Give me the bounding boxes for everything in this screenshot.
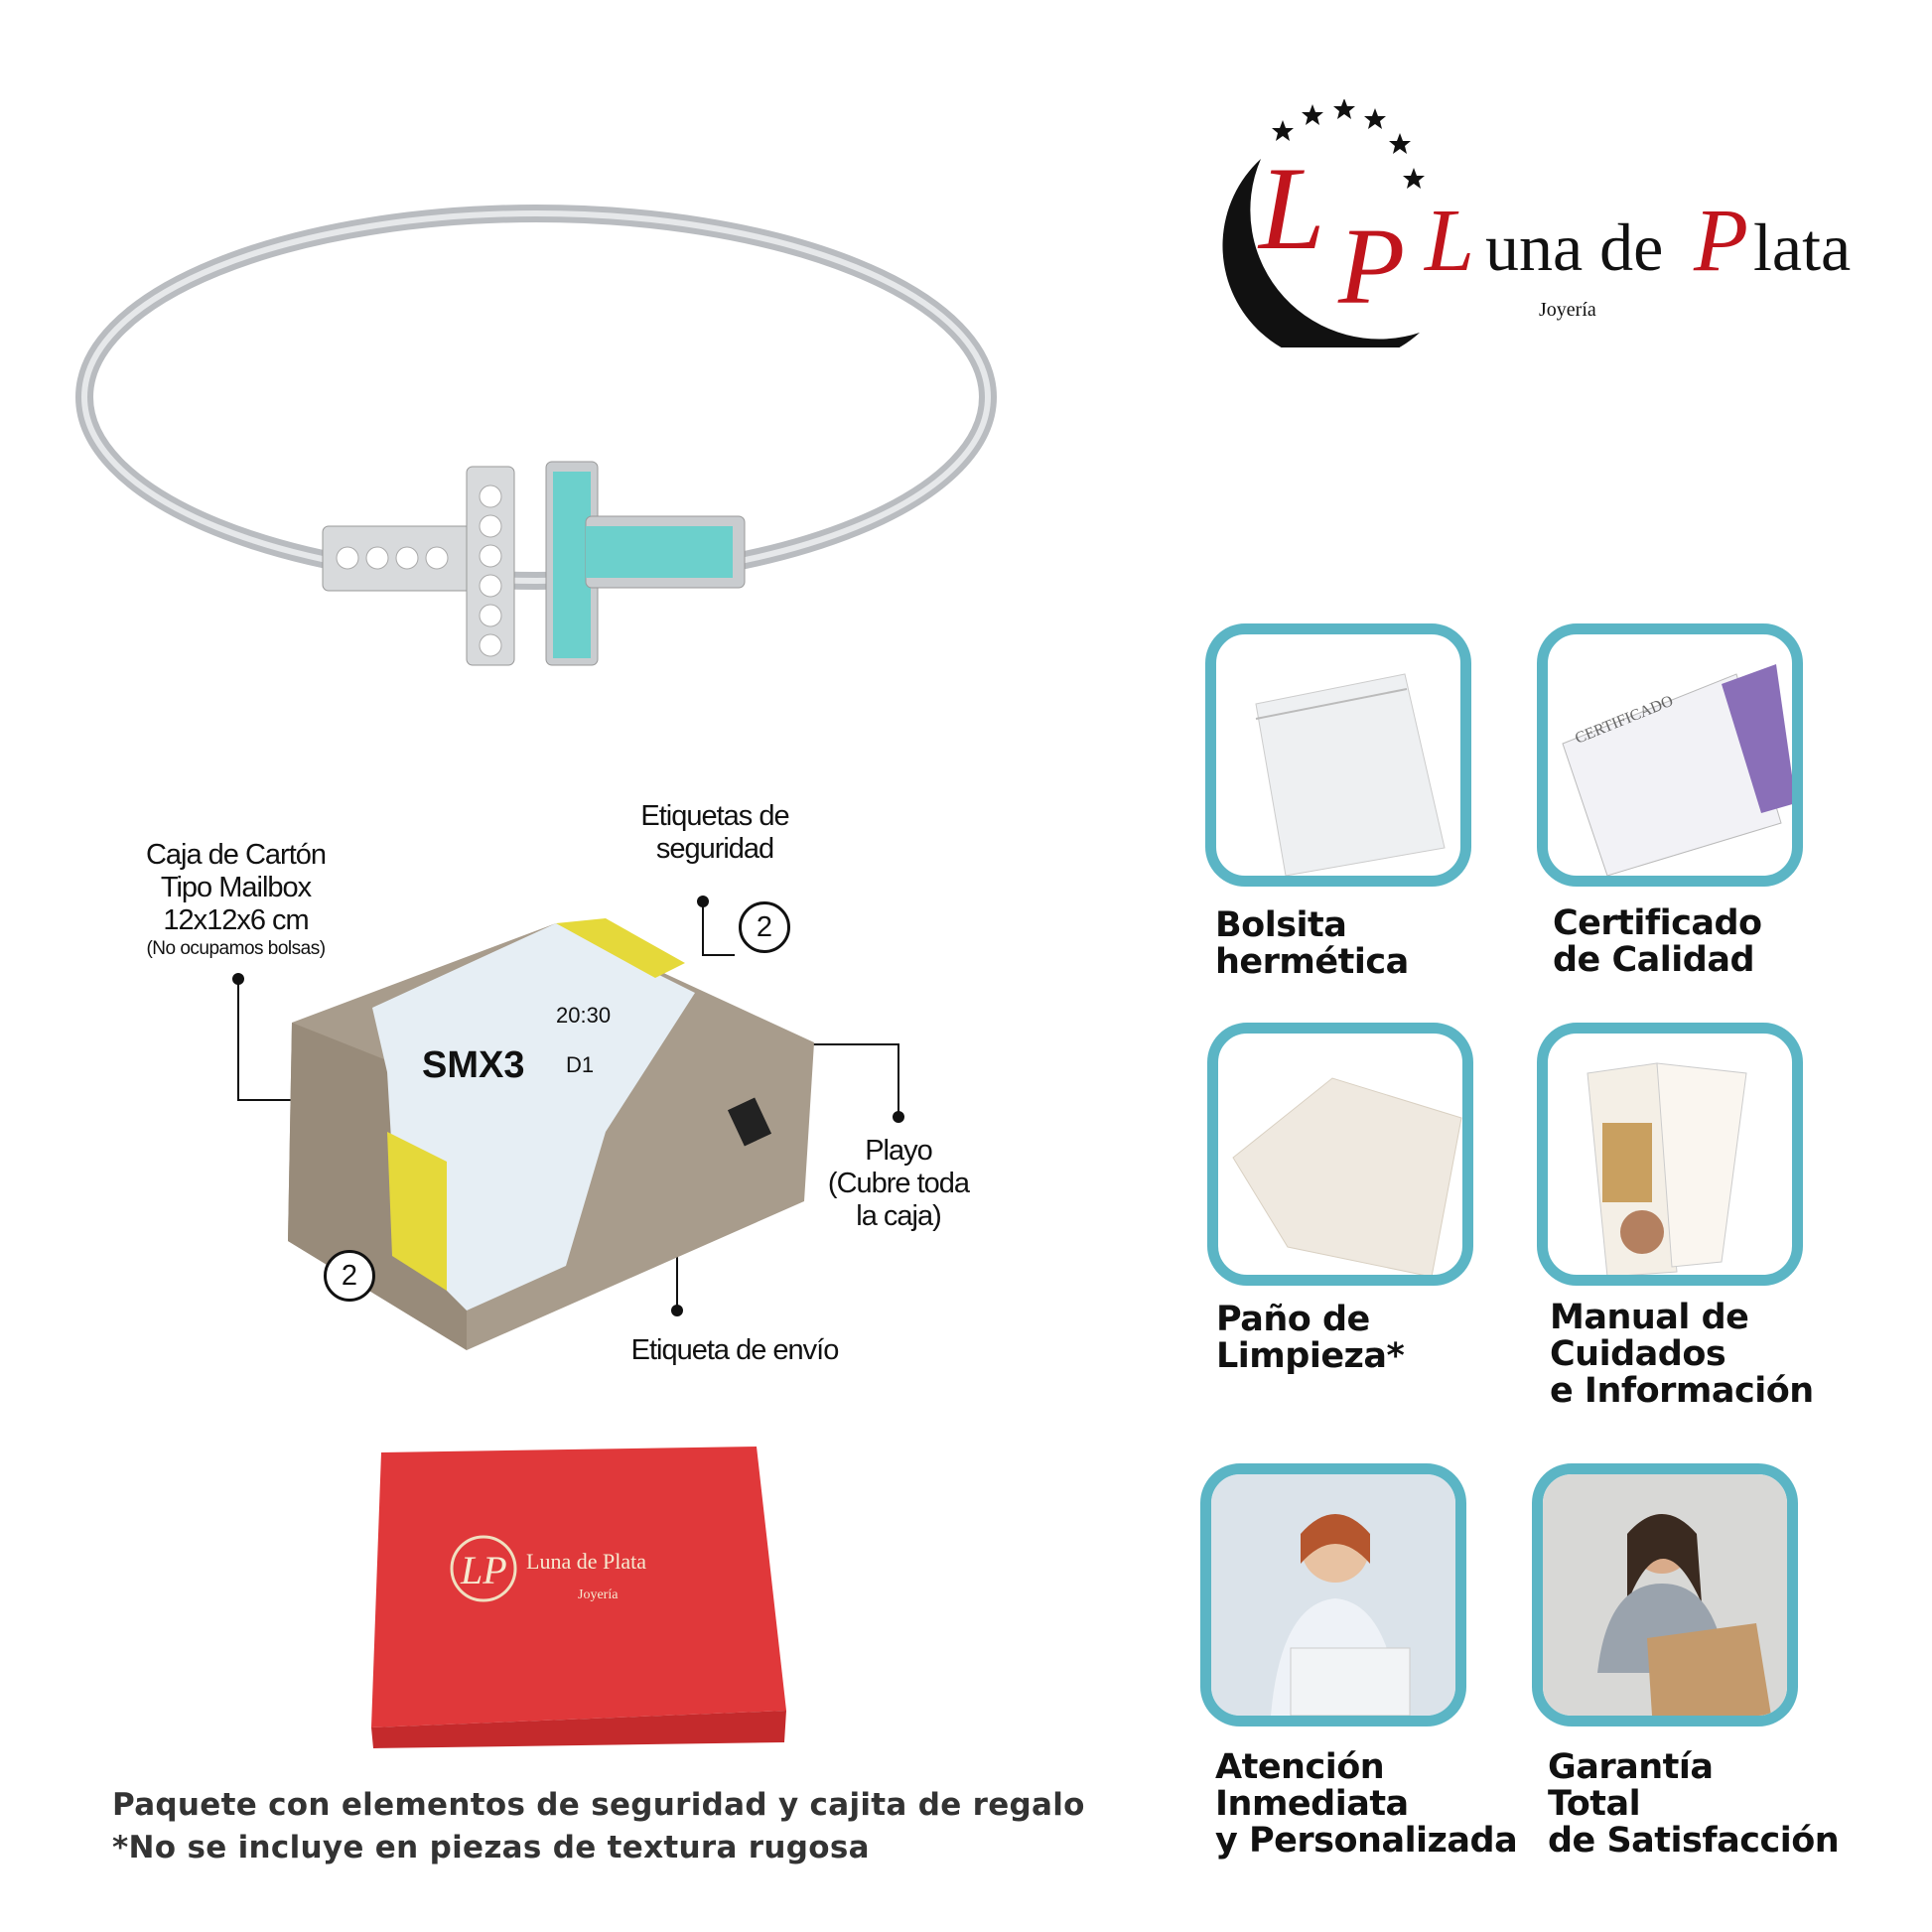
item-card-bag [1205,623,1471,887]
svg-text:LP: LP [460,1548,507,1592]
svg-text:L: L [1423,192,1474,290]
item-caption-satisfaction: Garantía Total de Satisfacción [1548,1747,1840,1861]
item-card-satisfaction [1532,1463,1798,1726]
caption-line: y Personalizada [1215,1821,1518,1861]
box-label-line: Caja de Cartón [145,839,327,871]
svg-text:Luna de Plata: Luna de Plata [526,1549,646,1574]
item-card-cloth [1207,1023,1473,1286]
caption-line: hermética [1215,942,1409,982]
svg-text:Joyería: Joyería [1539,299,1596,321]
wrap-label-line: la caja) [856,1200,942,1232]
box-note: (No ocupamos bolsas) [146,938,326,959]
caption-line: Cuidados [1550,1334,1726,1374]
caption-line: Total [1548,1784,1641,1824]
caption-line: Atención [1215,1747,1385,1787]
item-card-certificate: CERTIFICADO [1537,623,1803,887]
caption-line: Manual de [1550,1298,1749,1337]
shipping-code: SMX3 [422,1044,524,1086]
svg-text:una de: una de [1485,209,1663,285]
box-label-line: Tipo Mailbox [160,872,312,903]
caption-line: e Información [1550,1371,1814,1411]
caption-line: de Calidad [1553,940,1755,980]
item-caption-support: Atención Inmediata y Personalizada [1215,1747,1518,1861]
wrap-label: Playo (Cubre toda la caja) [784,1135,1013,1233]
svg-text:L: L [1257,142,1325,274]
wrap-label-line: (Cubre toda [827,1168,970,1199]
box-label: Caja de Cartón Tipo Mailbox 12x12x6 cm (… [99,839,372,961]
item-caption-bag: Bolsita hermética [1215,907,1409,981]
item-card-support [1200,1463,1466,1726]
footer-line-1: Paquete con elementos de seguridad y caj… [112,1787,1085,1823]
svg-text:P: P [1693,192,1748,290]
svg-text:P: P [1337,206,1405,327]
svg-text:Joyería: Joyería [578,1587,619,1602]
security-label-line: Etiquetas de [640,800,789,832]
caption-line: Bolsita [1215,905,1347,945]
item-card-manual [1537,1023,1803,1286]
caption-line: de Satisfacción [1548,1821,1840,1861]
item-caption-manual: Manual de Cuidados e Información [1550,1300,1814,1410]
shipping-route: D1 [566,1052,594,1077]
wrap-label-line: Playo [865,1135,933,1167]
caption-line: Paño de [1216,1300,1370,1339]
item-caption-cloth: Paño de Limpieza* [1216,1300,1405,1376]
svg-text:lata: lata [1753,209,1851,285]
brand-logo: L P L una de P lata Joyería [1221,98,1886,364]
item-caption-certificate: Certificado de Calidad [1553,905,1762,979]
bracelet-image [69,199,1013,685]
security-count-badge: 2 [739,901,790,953]
security-label: Etiquetas de seguridad [596,800,834,866]
shipping-label: Etiqueta de envío [630,1334,840,1366]
footer-line-2: *No se incluye en piezas de textura rugo… [112,1830,870,1865]
caption-line: Limpieza* [1216,1336,1405,1376]
box-label-line: 12x12x6 cm [163,904,309,936]
caption-line: Certificado [1553,903,1762,943]
security-count-badge: 2 [324,1250,375,1302]
caption-line: Inmediata [1215,1784,1409,1824]
gift-box-image: LP Luna de Plata Joyería [369,1445,790,1752]
shipping-time: 20:30 [556,1003,611,1028]
security-label-line: seguridad [655,833,774,865]
caption-line: Garantía [1548,1747,1714,1787]
